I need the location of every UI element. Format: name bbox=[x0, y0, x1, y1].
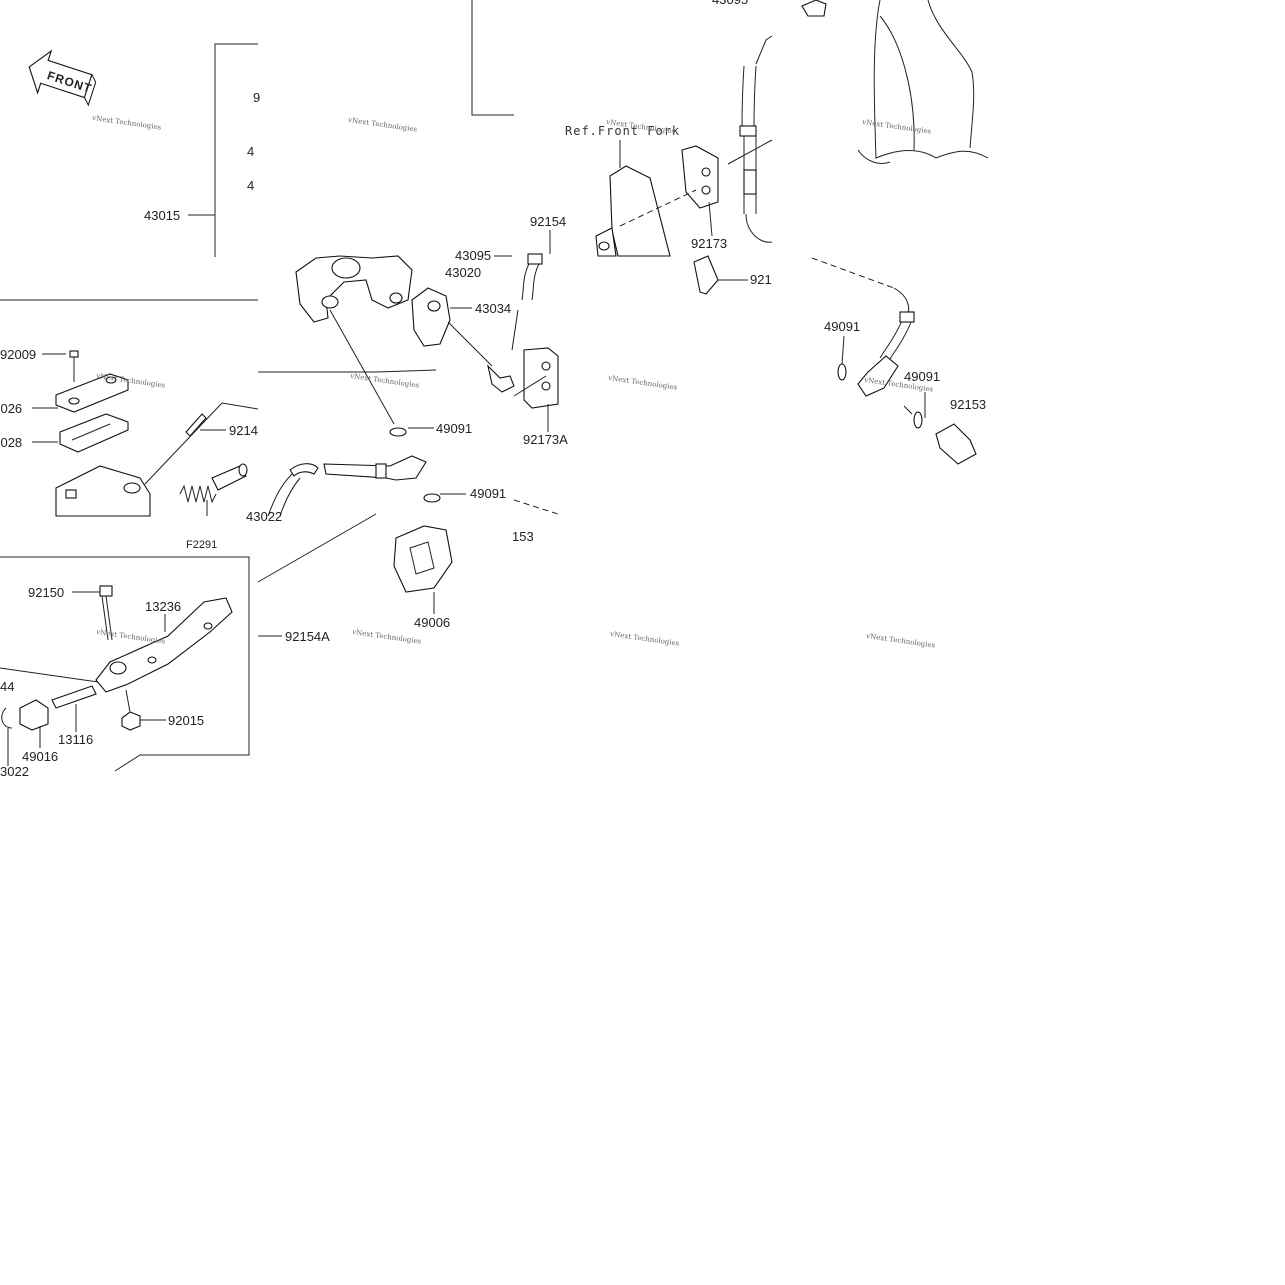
label-92153: 92153 bbox=[950, 397, 986, 412]
watermark-text: vNext Technologies bbox=[865, 632, 936, 650]
front-fork-area bbox=[595, 0, 989, 465]
label-44-partial: 44 bbox=[0, 679, 14, 694]
label-49091-d: 49091 bbox=[904, 369, 940, 384]
label-13236: 13236 bbox=[145, 599, 181, 614]
label-49006: 49006 bbox=[414, 615, 450, 630]
label-153-partial: 153 bbox=[512, 529, 534, 544]
label-4-partial-a: 4 bbox=[247, 144, 254, 159]
brake-lever-assembly bbox=[0, 585, 233, 731]
label-92173: 92173 bbox=[691, 236, 727, 251]
watermark-text: vNext Technologies bbox=[95, 628, 166, 646]
watermark-text: vNext Technologies bbox=[607, 374, 678, 392]
label-43015: 43015 bbox=[144, 208, 180, 223]
label-43095-top: 43095 bbox=[712, 0, 748, 7]
watermark-text: vNext Technologies bbox=[351, 628, 422, 646]
watermark-text: vNext Technologies bbox=[861, 118, 932, 136]
watermark-text: vNext Technologies bbox=[347, 116, 418, 134]
master-cylinder-assembly bbox=[55, 350, 259, 517]
label-92015: 92015 bbox=[168, 713, 204, 728]
label-4-partial-b: 4 bbox=[247, 178, 254, 193]
label-92144: 9214 bbox=[229, 423, 258, 438]
watermarks: vNext Technologies vNext Technologies vN… bbox=[91, 114, 936, 650]
leader-lines bbox=[7, 214, 845, 766]
label-92150: 92150 bbox=[28, 585, 64, 600]
label-43095-center: 43095 bbox=[455, 248, 491, 263]
label-13116: 13116 bbox=[58, 732, 93, 747]
label-92154: 92154 bbox=[530, 214, 566, 229]
label-92154A: 92154A bbox=[285, 629, 330, 644]
label-49091-b: 49091 bbox=[470, 486, 506, 501]
label-92173A: 92173A bbox=[523, 432, 568, 447]
label-921-partial: 921 bbox=[750, 272, 772, 287]
watermark-text: vNext Technologies bbox=[349, 372, 420, 390]
label-49091-a: 49091 bbox=[436, 421, 472, 436]
ref-front-fork: Ref.Front Fork bbox=[565, 124, 680, 138]
label-49016: 49016 bbox=[22, 749, 58, 764]
figure-code: F2291 bbox=[186, 539, 217, 551]
label-92009: 92009 bbox=[0, 347, 36, 362]
label-49091-c: 49091 bbox=[824, 319, 860, 334]
part-labels: 43015 9 4 4 92009 43026 43028 9214 43022… bbox=[0, 0, 986, 779]
label-9-partial: 9 bbox=[253, 90, 260, 105]
label-43028: 43028 bbox=[0, 435, 22, 450]
label-43022-lower: 3022 bbox=[0, 764, 29, 779]
label-43020: 43020 bbox=[445, 265, 481, 280]
front-direction-icon: FRONT bbox=[28, 49, 97, 107]
label-43022-upper: 43022 bbox=[246, 509, 282, 524]
panel-frames bbox=[0, 0, 514, 772]
label-43026: 43026 bbox=[0, 401, 22, 416]
label-43034: 43034 bbox=[475, 301, 511, 316]
watermark-text: vNext Technologies bbox=[609, 630, 680, 648]
watermark-text: vNext Technologies bbox=[91, 114, 162, 132]
center-assembly bbox=[257, 253, 559, 614]
